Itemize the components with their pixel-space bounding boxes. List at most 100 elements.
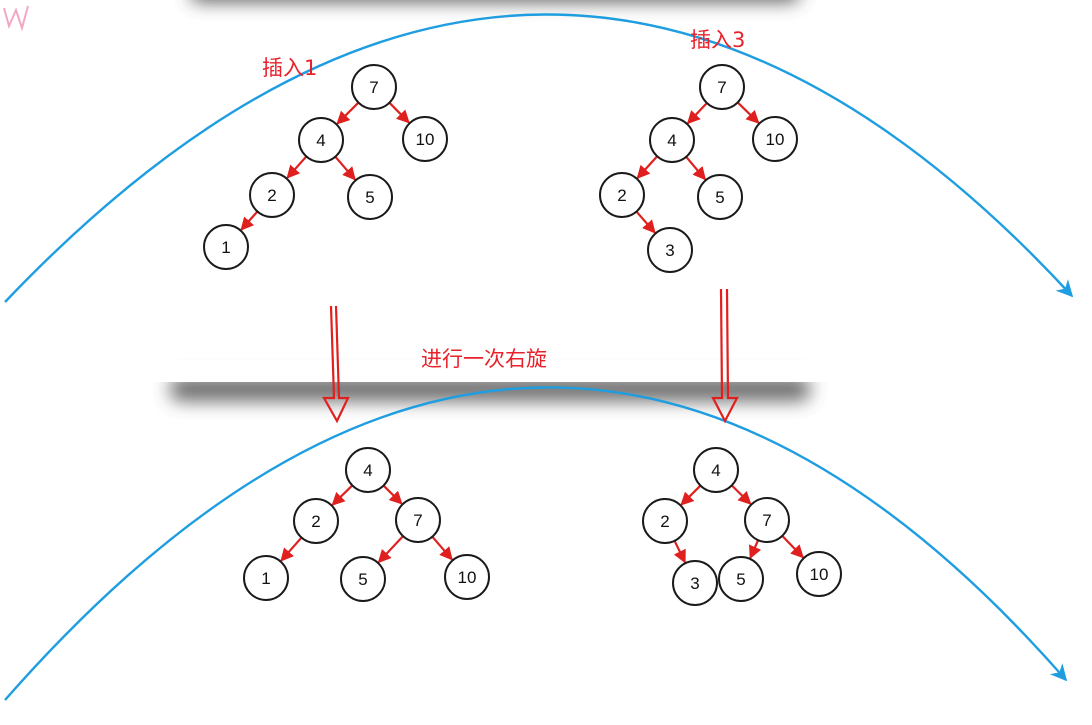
node-circle xyxy=(599,172,645,218)
tree-node-n4: 4 xyxy=(345,447,391,493)
node-circle xyxy=(752,116,798,162)
node-value: 4 xyxy=(667,131,676,150)
tree-edge-n7-n10 xyxy=(431,535,453,561)
node-value: 7 xyxy=(717,78,726,97)
tree-edge-n7-n10 xyxy=(781,535,804,559)
pink-scribble-mark xyxy=(3,5,29,32)
tree-node-n2: 2 xyxy=(249,172,295,218)
tree-node-n5: 5 xyxy=(347,174,393,220)
node-circle xyxy=(693,447,739,493)
node-value: 5 xyxy=(358,570,367,589)
top-blue-curve xyxy=(4,13,1074,303)
node-circle xyxy=(298,117,344,163)
tree-before-insert-3: 7 4 10 2 5 3 xyxy=(599,64,798,273)
node-value: 4 xyxy=(711,461,720,480)
node-value: 7 xyxy=(369,78,378,97)
node-circle xyxy=(402,116,448,162)
node-circle xyxy=(395,497,441,543)
node-circle xyxy=(699,64,745,110)
node-value: 5 xyxy=(715,188,724,207)
rotate-right-label: 进行一次右旋 xyxy=(421,347,547,371)
tree-node-n5: 5 xyxy=(697,174,743,220)
tree-edge-n7-n5 xyxy=(749,539,762,560)
tree-edge-n7-n4 xyxy=(686,102,708,125)
top-shadow-bar xyxy=(194,0,796,2)
tree-edge-n7-n4 xyxy=(336,101,360,125)
node-value: 2 xyxy=(311,512,320,531)
tree-node-n5: 5 xyxy=(340,556,386,602)
tree-node-n10: 10 xyxy=(402,116,448,162)
tree-edge-n4-n2 xyxy=(286,155,308,179)
insert-1-label: 插入1 xyxy=(262,56,317,80)
node-circle xyxy=(647,227,693,273)
tree-node-n7: 7 xyxy=(744,497,790,543)
tree-edge-n7-n10 xyxy=(736,101,760,124)
tree-node-n2: 2 xyxy=(599,172,645,218)
tree-edge-n4-n2 xyxy=(331,484,354,506)
left-down-arrow xyxy=(322,305,350,424)
node-value: 10 xyxy=(416,130,435,149)
tree-node-n4: 4 xyxy=(298,117,344,163)
tree-node-n4: 4 xyxy=(693,447,739,493)
node-value: 3 xyxy=(690,574,699,593)
tree-node-n1: 1 xyxy=(243,555,289,601)
node-circle xyxy=(345,447,391,493)
tree-node-n10: 10 xyxy=(444,554,490,600)
node-circle xyxy=(340,556,386,602)
middle-shadow-bar xyxy=(170,377,810,401)
tree-node-n7: 7 xyxy=(699,64,745,110)
tree-node-n7: 7 xyxy=(395,497,441,543)
node-circle xyxy=(293,498,339,544)
middle-white-band xyxy=(130,360,830,382)
bottom-blue-curve xyxy=(4,386,1068,701)
tree-node-n2: 2 xyxy=(293,498,339,544)
node-value: 5 xyxy=(365,188,374,207)
node-circle xyxy=(718,556,764,602)
tree-edge-n4-n7 xyxy=(730,484,752,505)
node-circle xyxy=(203,224,249,270)
tree-node-n4: 4 xyxy=(649,117,695,163)
node-value: 1 xyxy=(261,569,270,588)
node-circle xyxy=(347,174,393,220)
node-circle xyxy=(642,498,688,544)
insert-3-label: 插入3 xyxy=(690,28,745,52)
node-value: 10 xyxy=(766,130,785,149)
node-value: 5 xyxy=(736,570,745,589)
node-value: 7 xyxy=(413,511,422,530)
tree-node-n2: 2 xyxy=(642,498,688,544)
node-value: 7 xyxy=(762,511,771,530)
tree-node-n3: 3 xyxy=(672,560,718,606)
tree-node-n3: 3 xyxy=(647,227,693,273)
node-value: 10 xyxy=(810,565,829,584)
tree-edge-n4-n2 xyxy=(636,155,659,179)
node-circle xyxy=(444,554,490,600)
node-value: 10 xyxy=(458,568,477,587)
tree-before-insert-1: 7 4 10 2 5 1 xyxy=(203,64,448,270)
node-circle xyxy=(796,551,842,597)
tree-edge-n4-n5 xyxy=(334,155,356,181)
tree-edge-n7-n10 xyxy=(388,101,410,124)
tree-edge-n7-n5 xyxy=(377,535,404,564)
tree-after-insert-3: 4 2 7 3 5 10 xyxy=(642,447,842,606)
node-circle xyxy=(249,172,295,218)
tree-node-n7: 7 xyxy=(351,64,397,110)
tree-edge-n2-n3 xyxy=(673,540,686,564)
tree-node-n1: 1 xyxy=(203,224,249,270)
tree-edge-n4-n5 xyxy=(685,156,707,181)
tree-edge-n2-n1 xyxy=(280,536,303,562)
node-value: 2 xyxy=(660,512,669,531)
node-circle xyxy=(697,174,743,220)
tree-node-n10: 10 xyxy=(752,116,798,162)
node-circle xyxy=(351,64,397,110)
tree-edge-n4-n7 xyxy=(382,484,403,505)
right-down-arrow xyxy=(711,288,739,424)
tree-node-n5: 5 xyxy=(718,556,764,602)
node-value: 3 xyxy=(665,241,674,260)
node-value: 1 xyxy=(221,238,230,257)
tree-edge-n4-n2 xyxy=(680,484,702,506)
node-value: 4 xyxy=(363,461,372,480)
tree-edge-n2-n3 xyxy=(635,210,656,234)
node-circle xyxy=(672,560,718,606)
node-circle xyxy=(649,117,695,163)
